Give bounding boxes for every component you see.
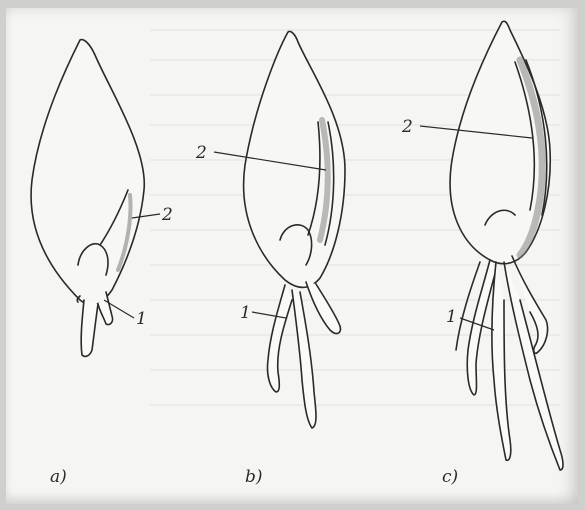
panel-b-seed xyxy=(244,31,345,428)
panel-b-label-root: 1 xyxy=(240,303,251,323)
panel-b-label-coleoptile: 2 xyxy=(195,143,207,163)
panel-a-caption: a) xyxy=(50,467,67,487)
panel-c-label-coleoptile: 2 xyxy=(401,117,413,137)
panel-b-caption: b) xyxy=(245,467,263,487)
panel-a-label-root: 1 xyxy=(136,309,147,329)
panel-a-label-coleoptile: 2 xyxy=(161,205,173,225)
panel-c-seed xyxy=(450,21,563,470)
panel-a-seed xyxy=(31,40,144,357)
panel-c-label-root: 1 xyxy=(446,307,457,327)
panel-c-caption: c) xyxy=(442,467,458,487)
